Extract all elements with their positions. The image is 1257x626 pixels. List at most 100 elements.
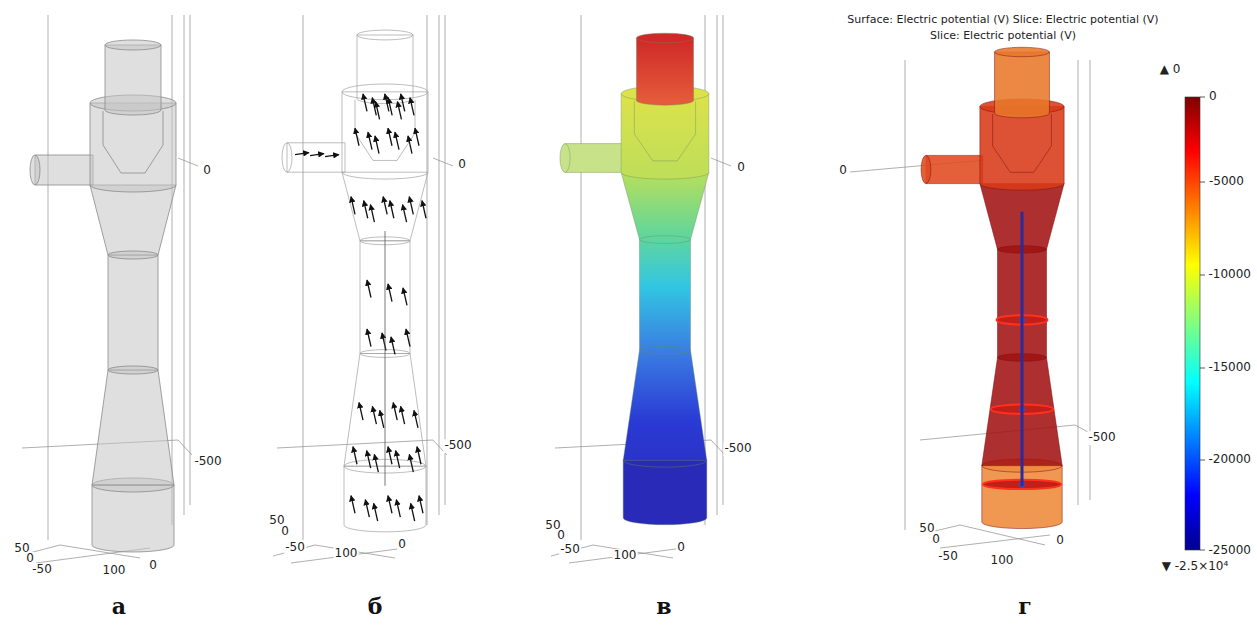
widening-cone [92,370,174,485]
tick-label: 0 [676,541,686,555]
widening-cone [623,350,707,460]
color-bar-tick [1200,182,1205,183]
tick-label: -50 [284,541,306,555]
color-bar-tick [1200,550,1205,551]
color-bar-tick [1200,275,1205,276]
axis-line [569,548,683,563]
axis-line [940,535,1050,548]
flow-arrow [408,136,412,154]
flow-arrow [411,503,415,521]
flow-arrow [351,496,355,514]
flow-arrow [365,500,369,518]
taper-cone [90,185,176,255]
color-bar-label: -15000 [1207,361,1252,375]
flow-arrow [422,201,426,219]
flow-arrow [409,197,413,215]
flow-arrow [367,329,371,347]
color-bar-label: 0 [1208,90,1218,104]
tick-label: 0 [397,538,407,552]
pipe-end [30,155,40,185]
tick-label: 0 [838,164,848,178]
flow-arrow [370,205,374,223]
axis-lines [18,15,1090,563]
flow-arrow [409,454,413,472]
flow-arrow [380,410,384,428]
axis-line [303,15,304,540]
apparatus [30,40,176,552]
flow-arrow [388,284,392,302]
tick-label: -50 [937,550,959,564]
tick-label: -500 [193,455,222,469]
flow-arrow [388,496,392,514]
apparatus [282,30,428,532]
column-rim [108,366,158,374]
side-pipe [565,144,624,173]
axis-slice [1021,212,1024,486]
flow-arrow [385,94,389,112]
tick-label: 0 [556,529,566,543]
axis-line [184,15,185,515]
tick-label: 100 [613,549,638,563]
bottom-cylinder [623,460,707,524]
flow-arrow [310,154,324,156]
flow-arrow [351,197,355,215]
flow-arrow [410,98,414,116]
flow-arrow [364,201,368,219]
flow-arrow [406,329,410,347]
tick-label: 0 [736,161,746,175]
flow-arrow [355,128,359,146]
tick-label: 0 [1055,534,1065,548]
flow-arrow [403,288,407,306]
flow-arrow [325,155,339,157]
flow-arrow [372,98,376,116]
flow-arrow [385,231,386,486]
flow-arrow [391,337,395,355]
tick-label: -500 [723,442,752,456]
flow-arrow [397,102,401,120]
panel-letter: 100 [990,554,1015,568]
flow-arrow [376,102,380,120]
pipe-end [560,144,570,173]
axis-line [723,15,724,505]
color-bar-label: -20000 [1207,453,1252,467]
color-bar-tick [1200,368,1205,369]
flow-arrow [374,454,378,472]
flow-arrow [388,98,392,116]
color-bar-label: ▲ 0 [1159,63,1182,77]
taper-cone [621,172,709,239]
taper-cone [342,172,428,241]
axis-line [717,15,718,515]
pipe-end [282,143,292,172]
axis-line [581,15,582,540]
flow-arrow [396,500,400,518]
upper-body [980,107,1064,191]
axis-line [1078,60,1079,505]
taper-rim [108,251,158,259]
inner-cone [634,101,695,161]
top-tube [105,45,161,115]
side-pipe [926,155,983,183]
axis-line [905,60,906,530]
color-bar-label: -5000 [1208,175,1245,189]
flow-arrow [295,153,309,155]
column-rim [640,346,691,354]
tick-label: 0 [280,525,290,539]
top-tube [357,35,413,104]
tube-rim [105,40,161,50]
inner-cone [103,111,163,173]
panel-letter: б [367,594,384,619]
panel-letter: в [655,594,672,619]
tick-label: 0 [202,164,212,178]
tube-rim [357,30,413,40]
axis-line [1075,425,1088,432]
flow-arrow [417,447,421,465]
tick-label: -500 [1087,431,1116,445]
flow-arrow [388,128,392,146]
flow-arrow [390,201,394,219]
axis-line [445,15,446,505]
tick-label: 0 [148,559,158,573]
inner-cone [993,114,1052,172]
axis-line [172,15,173,525]
tick-label: 100 [334,547,359,561]
